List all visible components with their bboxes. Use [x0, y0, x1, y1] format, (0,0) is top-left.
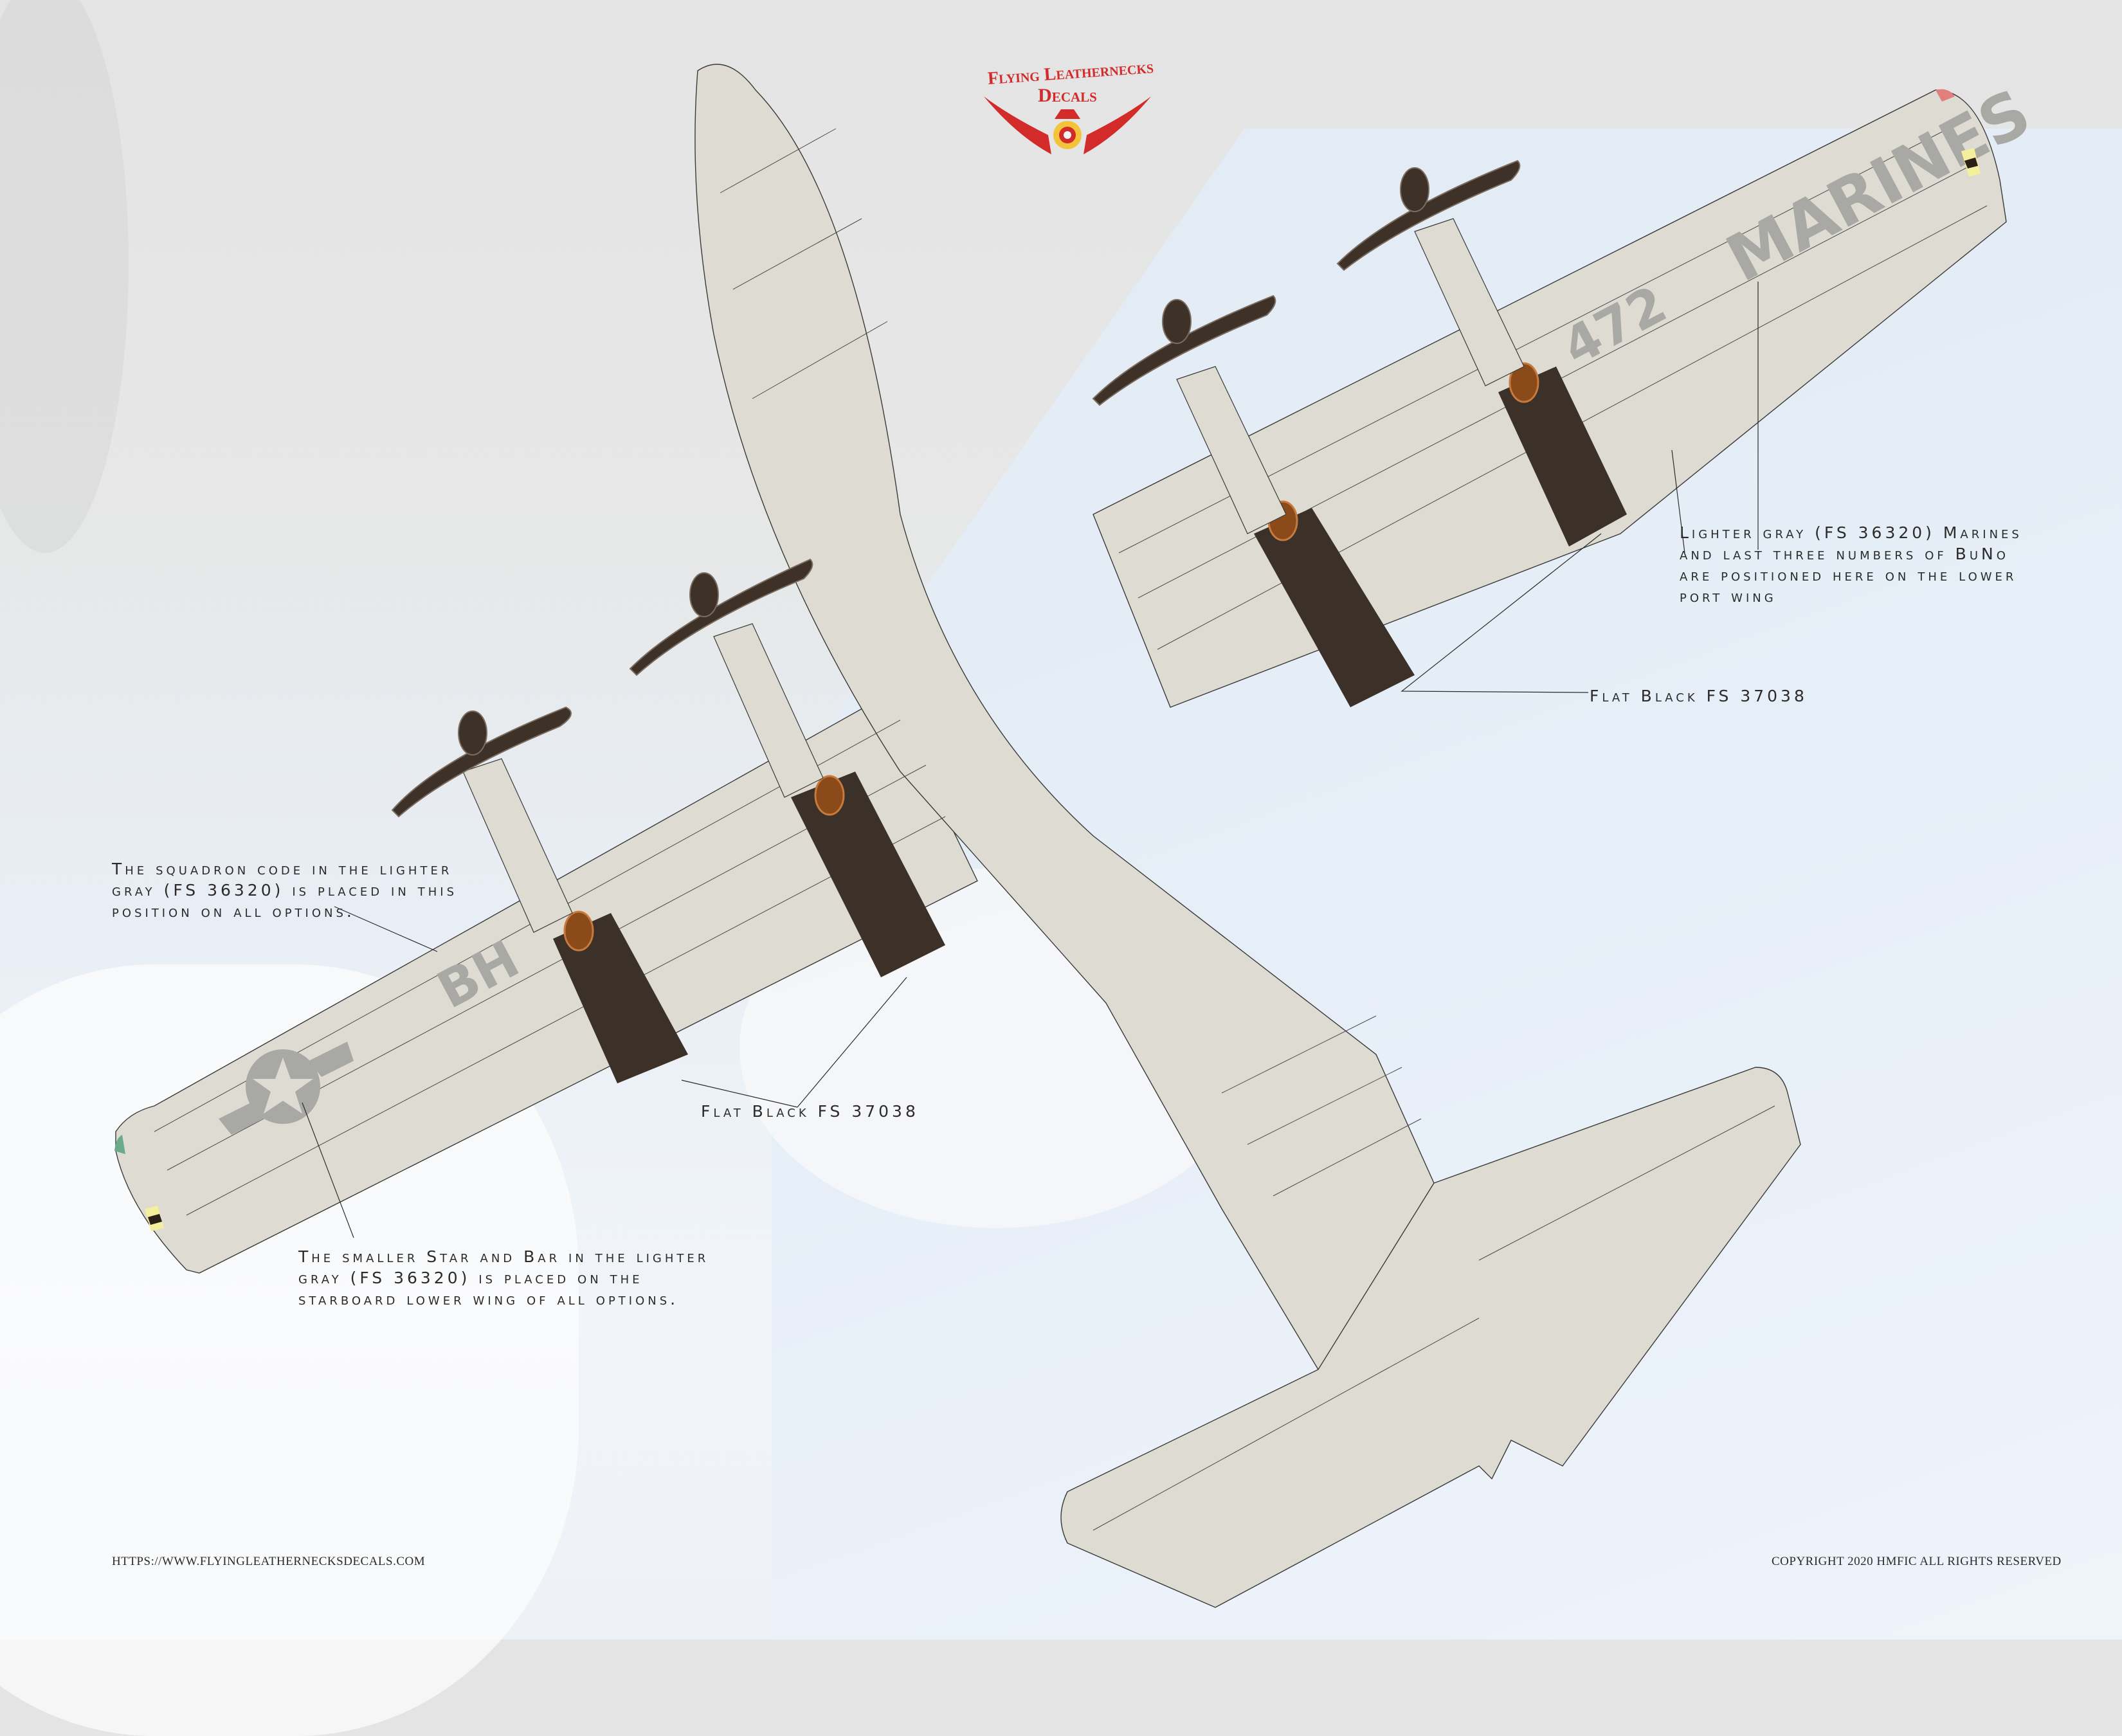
annotation-marines-buno: Lighter gray (FS 36320) Marines and last… [1680, 523, 2022, 606]
annotation-flat-black-left: Flat Black FS 37038 [701, 1102, 919, 1121]
fuselage [694, 64, 1467, 1370]
footer-copyright: COPYRIGHT 2020 HMFIC ALL RIGHTS RESERVED [1772, 1555, 2062, 1568]
brand-logo: Flying Leathernecks Decals [971, 57, 1164, 174]
aircraft-underside-profile: BH 472 MARINES [114, 64, 2042, 1608]
starboard-wingtip-light [114, 1135, 125, 1154]
flat-black-panels [553, 366, 1627, 1083]
national-insignia-star-and-bar [219, 1042, 354, 1135]
exhaust-spinners [563, 362, 1539, 952]
logo-wings-icon [984, 96, 1151, 154]
annotation-squadron-code: The squadron code in the lighter gray (F… [112, 860, 458, 921]
footer-website[interactable]: HTTPS://WWW.FLYINGLEATHERNECKSDECALS.COM [112, 1555, 426, 1568]
port-wingtip-light [1936, 89, 1955, 102]
annotation-flat-black-right: Flat Black FS 37038 [1590, 687, 1808, 705]
annotation-star-bar: The smaller Star and Bar in the lighter … [298, 1247, 709, 1308]
wingtip-stripes [145, 148, 1981, 1231]
horizontal-stabilizer [1060, 1067, 1801, 1608]
logo-subtitle: Decals [1038, 85, 1097, 106]
leader-lines [302, 282, 1759, 1238]
starboard-wing [115, 694, 978, 1274]
engine-nacelles [462, 218, 1525, 933]
propellers [391, 159, 1521, 818]
